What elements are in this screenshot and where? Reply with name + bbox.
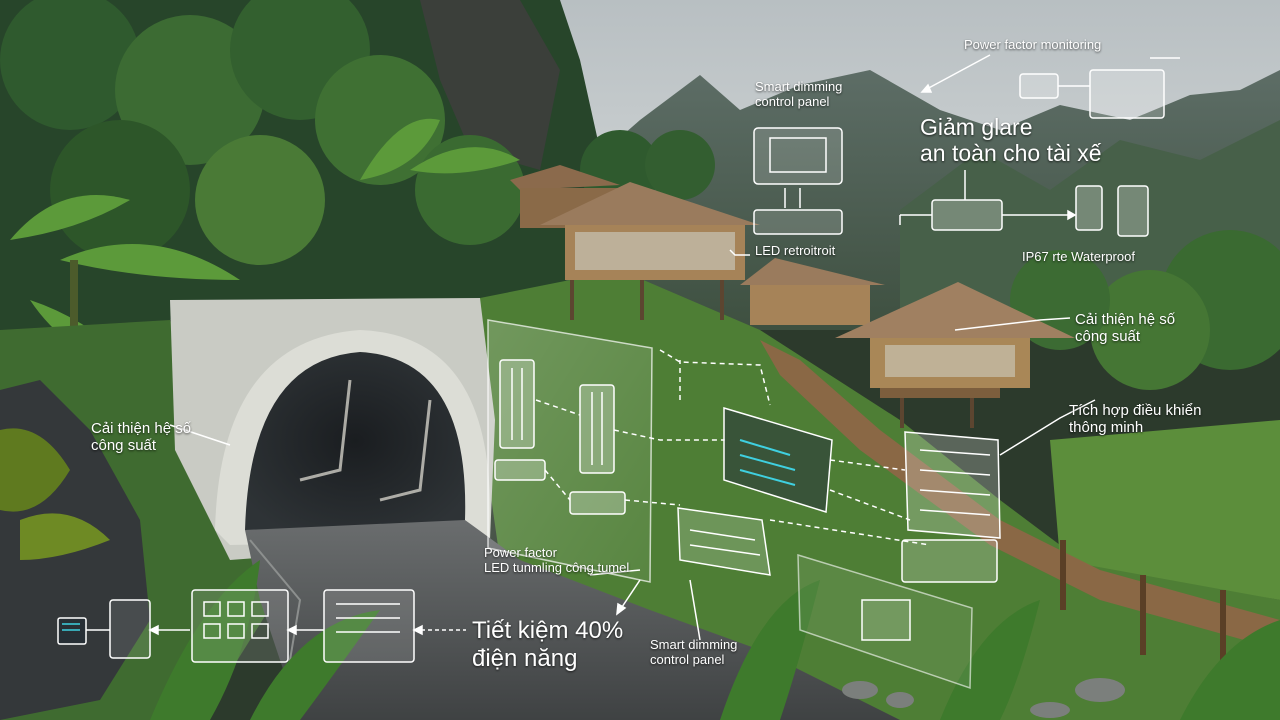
label-cai-thien-right: Cải thiện hệ số công suất [1075,311,1175,346]
label-cai-thien-right-line2: công suất [1075,328,1141,346]
driver-box-3 [901,539,998,583]
label-power-factor-bottom-line2: LED tunmling công tumel [484,559,630,575]
label-smart-dimming-top: Smart dimming control panel [755,79,843,110]
bottom-grid-panel [191,589,289,663]
glare-fixture [931,199,1003,231]
led-module-large [904,431,1001,539]
driver-box-2 [569,491,626,515]
dimming-tablet [723,406,833,513]
label-ip67: IP67 rte Waterproof [1022,249,1135,264]
label-cai-thien-right-line1: Cải thiện hệ số [1075,311,1176,328]
label-tich-hop-line2: thông minh [1069,419,1144,437]
waterproof-unit-1 [1075,185,1103,231]
label-tiet-kiem-line1: Tiết kiệm 40% [472,617,624,644]
label-power-factor-bottom-line1: Power factor [484,545,557,560]
led-module-2 [579,384,615,474]
tree-canopy [0,0,1280,390]
bottom-switch-box [109,599,151,659]
wooden-walkway [760,340,1280,670]
road [245,520,900,720]
waterproof-unit-2 [1117,185,1149,237]
label-power-factor-bottom: Power factor LED tunmling công tumel [484,545,630,576]
label-smart-dimming-top-line2: control panel [755,93,830,109]
driver-box-1 [494,459,546,481]
label-cai-thien-left-line2: công suất [91,437,157,455]
label-tich-hop-line1: Tích hợp điều khiển [1069,402,1202,419]
label-power-factor-monitoring: Power factor monitoring [964,37,1102,52]
pf-monitor-large [1089,69,1165,119]
tunnel-portal [170,298,495,560]
label-tich-hop: Tích hợp điều khiển thông minh [1069,402,1201,437]
label-smart-dimming-top-line1: Smart dimming [755,79,843,94]
label-giam-glare-line1: Giảm glare [920,114,1033,140]
glass-panel-right [797,553,973,690]
label-tiet-kiem-line2: điện năng [472,644,578,672]
label-smart-dimming-bottom-line2: control panel [650,651,725,667]
foreground-foliage [150,560,1280,720]
pf-monitor-small [1019,73,1059,99]
led-module-1 [499,359,535,449]
label-cai-thien-left-line1: Cải thiện hệ số [91,420,192,437]
hillside [470,270,1280,720]
label-smart-dimming-bottom-line1: Smart dimming [650,637,738,652]
label-giam-glare-line2: an toàn cho tài xế [920,140,1102,167]
label-tiet-kiem: Tiết kiệm 40% điện năng [472,617,623,672]
label-led-retrofit: LED retroitroit [755,243,836,258]
bottom-monitor-small [57,617,87,645]
tech-overlay [57,54,1180,690]
label-giam-glare: Giảm glare an toàn cho tài xế [920,114,1102,167]
bottom-screen-panel [323,589,415,663]
stilt-houses [510,165,1075,428]
top-control-panel [753,127,843,185]
top-driver-box [753,209,843,235]
label-cai-thien-left: Cải thiện hệ số công suất [91,420,191,455]
label-smart-dimming-bottom: Smart dimming control panel [650,637,738,668]
controller-box [677,507,771,576]
rocks [842,678,1125,718]
